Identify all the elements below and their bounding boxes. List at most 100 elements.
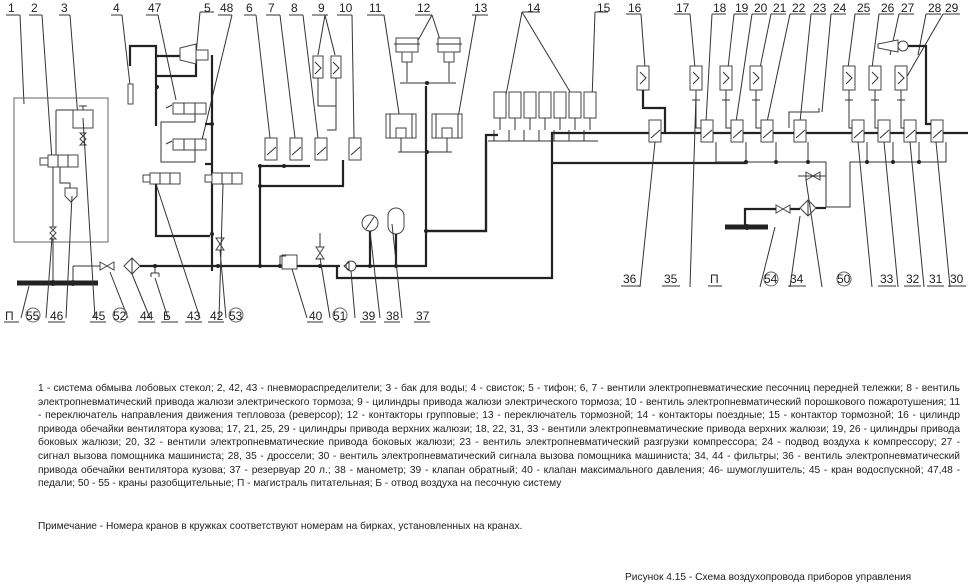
label-13: 13 <box>474 1 488 15</box>
train-contactor-14b <box>508 91 522 119</box>
valve-6 <box>264 137 278 161</box>
label-27: 27 <box>901 1 915 15</box>
label-29: 29 <box>945 1 959 15</box>
valve-3-drain <box>78 132 88 146</box>
label-35: 35 <box>664 272 678 286</box>
label-P-right: П <box>710 272 719 286</box>
label-32: 32 <box>906 272 920 286</box>
train-contactor-14e <box>553 91 567 119</box>
label-22: 22 <box>792 1 806 15</box>
circle-54 <box>763 271 779 287</box>
label-36: 36 <box>623 272 637 286</box>
cylinder-9a <box>312 55 324 79</box>
label-24: 24 <box>833 1 847 15</box>
check-valve-39 <box>345 260 357 272</box>
contactors-and-switches <box>385 37 463 154</box>
cylinder-25 <box>842 65 856 91</box>
label-3: 3 <box>61 1 68 15</box>
label-8: 8 <box>291 1 298 15</box>
label-39: 39 <box>362 309 376 323</box>
label-16: 16 <box>628 1 642 15</box>
label-20: 20 <box>754 1 768 15</box>
valve-10 <box>348 137 362 161</box>
label-19: 19 <box>735 1 749 15</box>
louver-system <box>552 39 947 230</box>
label-37: 37 <box>416 309 430 323</box>
label-30: 30 <box>950 272 964 286</box>
figure-caption: Рисунок 4.15 - Схема воздухопровода приб… <box>625 572 912 583</box>
label-46: 46 <box>50 309 64 323</box>
label-21: 21 <box>773 1 787 15</box>
label-25: 25 <box>857 1 871 15</box>
label-6: 6 <box>246 1 253 15</box>
train-contactors <box>426 91 598 233</box>
train-contactor-14f <box>568 91 582 119</box>
cock-53 <box>215 237 225 251</box>
circle-50 <box>836 271 852 287</box>
cock-51 <box>315 246 325 260</box>
cylinder-19 <box>719 65 733 91</box>
valve-7 <box>289 137 303 161</box>
legend-text: 1 - система обмыва лобовых стекол; 2, 42… <box>38 383 960 490</box>
label-47: 47 <box>148 1 162 15</box>
bottom-leaders <box>20 94 951 319</box>
label-42: 42 <box>210 309 224 323</box>
label-11: 11 <box>369 1 382 15</box>
label-48: 48 <box>220 1 234 15</box>
label-17: 17 <box>676 1 690 15</box>
distributor-2 <box>47 154 79 168</box>
horn-5 <box>179 43 197 65</box>
pneumatic-schematic: 1 2 3 4 47 5 48 6 7 8 9 10 11 12 13 14 1… <box>4 1 968 323</box>
label-5: 5 <box>204 1 211 15</box>
pedal-48 <box>172 138 207 151</box>
label-38: 38 <box>386 309 400 323</box>
cock-52 <box>99 261 115 271</box>
label-28: 28 <box>928 1 942 15</box>
drain-cock-45 <box>48 226 58 240</box>
label-26: 26 <box>881 1 895 15</box>
label-P-left: П <box>5 309 14 323</box>
bottom-callouts: П 55 46 45 52 44 Б 43 42 53 40 51 39 38 … <box>4 271 966 323</box>
distributor-43 <box>149 172 181 185</box>
reservoir-37 <box>387 207 405 235</box>
washer-frame <box>13 97 109 243</box>
valve-8 <box>314 137 328 161</box>
pedal-47 <box>172 102 207 115</box>
circle-52 <box>112 307 128 323</box>
label-50: 50 <box>837 272 851 286</box>
cylinder-9b <box>330 55 342 79</box>
label-10: 10 <box>339 1 353 15</box>
label-55: 55 <box>26 309 40 323</box>
distributor-42 <box>211 172 243 185</box>
sand-outlet-B <box>150 266 160 277</box>
label-7: 7 <box>268 1 275 15</box>
muffler-46 <box>64 187 78 203</box>
cylinder-17 <box>689 65 703 91</box>
brake-contactor-15 <box>583 91 597 119</box>
label-4: 4 <box>113 1 120 15</box>
label-23: 23 <box>813 1 827 15</box>
cylinder-21 <box>749 65 763 91</box>
group-contactor-12b <box>437 37 461 53</box>
label-2: 2 <box>31 1 38 15</box>
label-44: 44 <box>140 309 154 323</box>
label-34: 34 <box>790 272 804 286</box>
cock-54 <box>775 204 791 214</box>
cylinder-16 <box>636 65 650 91</box>
whistle-4 <box>127 83 134 105</box>
group-contactor-12a <box>395 37 419 53</box>
label-9: 9 <box>318 1 325 15</box>
label-53: 53 <box>229 309 243 323</box>
label-52: 52 <box>113 309 127 323</box>
label-15: 15 <box>597 1 611 15</box>
label-33: 33 <box>880 272 894 286</box>
train-contactor-14d <box>538 91 552 119</box>
circle-53 <box>228 307 244 323</box>
label-45: 45 <box>92 309 106 323</box>
label-18: 18 <box>713 1 727 15</box>
top-callouts: 1 2 3 4 47 5 48 6 7 8 9 10 11 12 13 14 1… <box>6 1 960 161</box>
label-54: 54 <box>764 272 778 286</box>
label-43: 43 <box>187 309 201 323</box>
cylinder-29 <box>894 65 908 91</box>
label-B: Б <box>163 309 171 323</box>
